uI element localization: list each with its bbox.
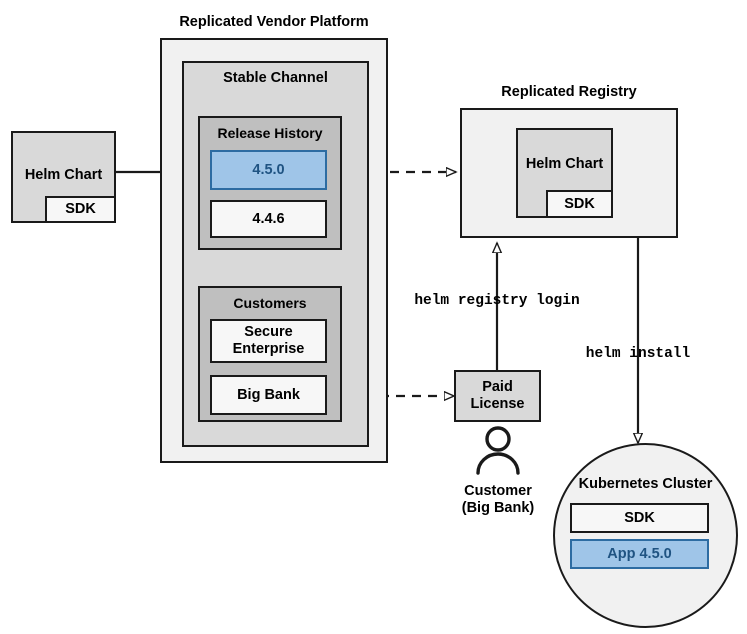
registry-sdk: SDK [546, 190, 613, 218]
source-helm-chart-sdk: SDK [45, 196, 116, 223]
kubernetes-cluster-circle [553, 443, 738, 628]
cluster-component-app: App 4.5.0 [570, 539, 709, 569]
paid-license-label: Paid License [470, 379, 525, 412]
cluster-component-sdk: SDK [570, 503, 709, 533]
customer-item-big-bank[interactable]: Big Bank [210, 375, 327, 415]
command-helm-install: helm install [585, 346, 691, 362]
registry-helm-chart-label: Helm Chart [525, 155, 604, 172]
registry-sdk-label: SDK [564, 195, 595, 212]
customer-name-label: Big Bank [237, 386, 300, 403]
customer-actor-line1: Customer [464, 483, 532, 499]
source-sdk-label: SDK [65, 201, 96, 218]
release-version-label: 4.5.0 [252, 161, 285, 178]
command-helm-registry-login: helm registry login [414, 293, 580, 309]
person-icon [470, 425, 526, 477]
customer-name-label: Secure Enterprise [232, 324, 305, 357]
vendor-platform-title: Replicated Vendor Platform [179, 14, 369, 30]
registry-title: Replicated Registry [501, 84, 637, 100]
kubernetes-cluster-title: Kubernetes Cluster [578, 476, 713, 492]
customers-title: Customers [233, 295, 307, 311]
release-version-label: 4.4.6 [252, 210, 285, 227]
source-helm-chart-label: Helm Chart [24, 167, 103, 183]
release-item-4-4-6[interactable]: 4.4.6 [210, 200, 327, 238]
stable-channel-title: Stable Channel [223, 70, 328, 86]
cluster-component-label: SDK [624, 509, 655, 526]
customer-actor-line2: (Big Bank) [461, 500, 535, 516]
release-history-title: Release History [217, 125, 323, 141]
paid-license-box[interactable]: Paid License [454, 370, 541, 422]
cluster-component-label: App 4.5.0 [607, 545, 672, 562]
customer-item-secure-enterprise[interactable]: Secure Enterprise [210, 319, 327, 363]
release-item-4-5-0[interactable]: 4.5.0 [210, 150, 327, 190]
